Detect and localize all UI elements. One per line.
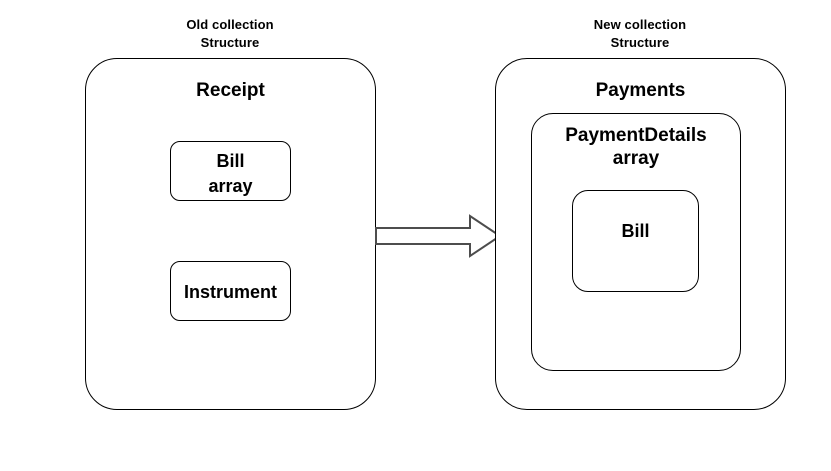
arrow-shape	[375, 214, 502, 258]
bill-box[interactable]: Bill	[572, 190, 699, 292]
bill-array-label: Bill array	[208, 151, 253, 196]
payment-details-array-label: PaymentDetails array	[565, 125, 707, 169]
block-arrow-right-icon	[374, 212, 502, 260]
payments-title: Payments	[595, 80, 686, 101]
new-collection-caption: New collection Structure	[593, 17, 687, 50]
instrument-box[interactable]: Instrument	[170, 261, 291, 321]
bill-label: Bill	[621, 221, 650, 241]
payment-details-array-box[interactable]: PaymentDetails array	[531, 113, 741, 371]
instrument-label: Instrument	[183, 282, 277, 302]
bill-array-box[interactable]: Bill array	[170, 141, 291, 201]
receipt-title: Receipt	[196, 80, 265, 101]
receipt-container[interactable]: Receipt	[85, 58, 376, 410]
old-collection-caption: Old collection Structure	[186, 17, 274, 50]
